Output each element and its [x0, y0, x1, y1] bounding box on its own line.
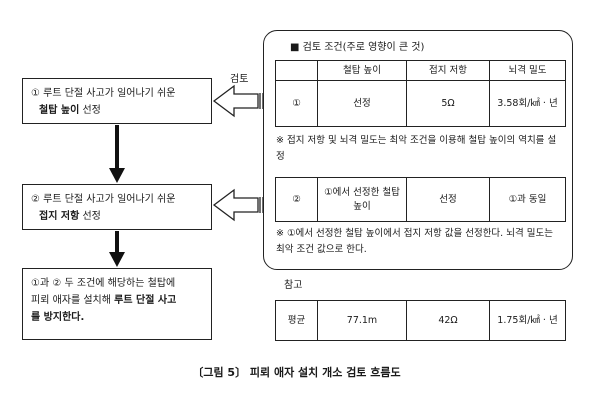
step-3-line2: 피뢰 애자를 설치해	[31, 295, 115, 306]
step-1-line1: ① 루트 단절 사고가 일어나기 쉬운	[31, 88, 176, 99]
review-label: 검토	[230, 74, 249, 85]
step-1-bold: 철탑 높이	[39, 105, 80, 116]
step-2-box: ② 루트 단절 사고가 일어나기 쉬운 접지 저항 선정	[22, 184, 212, 230]
step-1-box: ① 루트 단절 사고가 일어나기 쉬운 철탑 높이 선정	[22, 78, 212, 124]
step-2-rest: 선정	[79, 211, 101, 222]
left-arrow-1	[212, 84, 264, 118]
step-3-line3: 를 방지한다.	[31, 312, 85, 323]
table-2: ② ①에서 선정한 철탑 높이 선정 ①과 동일	[275, 177, 566, 222]
left-arrow-2	[212, 188, 264, 222]
table-2-cell: 선정	[406, 177, 490, 222]
table-1-cell: 5Ω	[406, 80, 490, 127]
step-3-bold: 루트 단절 사고	[114, 295, 177, 306]
table-1: 철탑 높이 접지 저항 뇌격 밀도 ① 선정 5Ω 3.58회/㎢ · 년	[275, 60, 566, 127]
step-3-box: ①과 ② 두 조건에 해당하는 철탑에 피뢰 애자를 설치해 루트 단절 사고 …	[22, 268, 212, 340]
header-lightning-density: 뇌격 밀도	[489, 60, 566, 81]
figure-caption: 〔그림 5〕 피뢰 애자 설치 개소 검토 흐름도	[192, 366, 401, 379]
table-3: 평균 77.1m 42Ω 1.75회/㎢ · 년	[275, 300, 566, 341]
review-title: ■ 검토 조건(주로 영향이 큰 것)	[290, 42, 425, 53]
table-1-cell: 선정	[317, 80, 407, 127]
step-2-line1: ② 루트 단절 사고가 일어나기 쉬운	[31, 194, 176, 205]
table-2-cell: ①과 동일	[489, 177, 566, 222]
step-1-rest: 선정	[79, 105, 101, 116]
header-tower-height: 철탑 높이	[317, 60, 407, 81]
table-1-cell: 3.58회/㎢ · 년	[489, 80, 566, 127]
down-arrow-2	[109, 231, 125, 267]
step-3-line1: ①과 ② 두 조건에 해당하는 철탑에	[31, 278, 176, 289]
table-3-cell: 42Ω	[406, 300, 490, 341]
table-2-row-label: ②	[275, 177, 318, 222]
step-2-bold: 접지 저항	[39, 211, 80, 222]
table-3-cell: 77.1m	[317, 300, 407, 341]
table-3-cell: 1.75회/㎢ · 년	[489, 300, 566, 341]
table-1-row-label: ①	[275, 80, 318, 127]
down-arrow-1	[109, 125, 125, 183]
note-2: ※ ①에서 선정한 철탑 높이에서 접지 저항 값을 선정한다. 뇌격 밀도는 …	[276, 228, 553, 255]
header-ground-resistance: 접지 저항	[406, 60, 490, 81]
table-2-cell: ①에서 선정한 철탑 높이	[317, 177, 407, 222]
reference-label: 참고	[284, 280, 303, 291]
table-3-row-label: 평균	[275, 300, 318, 341]
note-1: ※ 접지 저항 및 뇌격 밀도는 최악 조건을 이용해 철탑 높이의 역치를 설…	[276, 135, 557, 162]
